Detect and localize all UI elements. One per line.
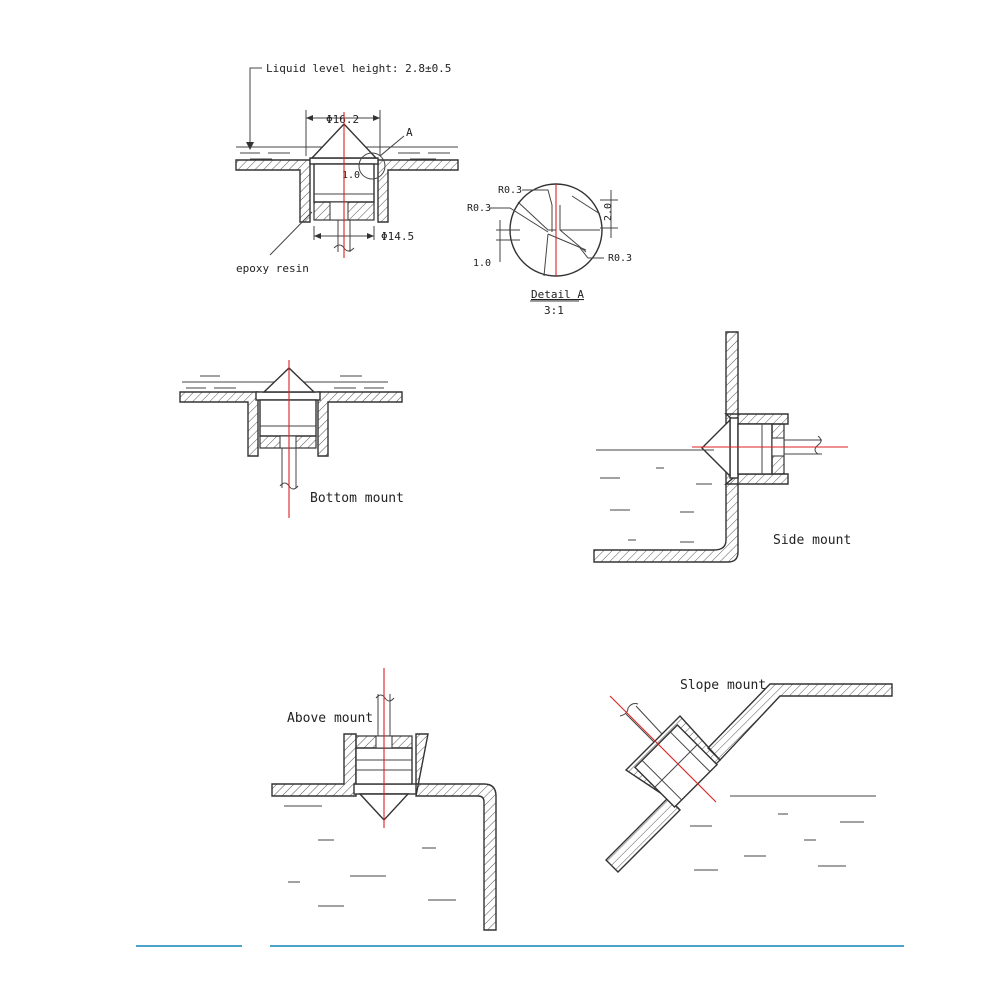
side-mount-label: Side mount <box>773 533 851 548</box>
callout-a-label: A <box>406 126 413 139</box>
detail-a-title: Detail A <box>531 288 584 301</box>
r03-top-label: R0.3 <box>498 185 522 196</box>
detail-drawing: Liquid level height: 2.8±0.5 Φ16.2 <box>235 62 459 275</box>
r03-right-label: R0.3 <box>608 253 632 264</box>
tank-plate-right <box>377 159 459 223</box>
above-mount-label: Above mount <box>287 711 373 726</box>
epoxy-label: epoxy resin <box>236 262 309 275</box>
side-mount: Side mount <box>593 331 851 563</box>
bottom-mount: Bottom mount <box>179 360 404 518</box>
detail-a-scale: 3:1 <box>544 304 564 317</box>
detail-a: R0.3 R0.3 R0.3 2.0 1.0 Detail A 3:1 <box>467 183 632 317</box>
slope-mount-label: Slope mount <box>680 678 766 693</box>
tank-plate-left <box>235 159 311 223</box>
liquid-level-label: Liquid level height: 2.8±0.5 <box>266 62 451 75</box>
leader-arrow <box>246 142 254 150</box>
dim-2-0-label: 2.0 <box>603 203 614 221</box>
dia-top-label: Φ16.2 <box>326 113 359 126</box>
epoxy-leader <box>269 211 313 256</box>
r03-left-label: R0.3 <box>467 203 491 214</box>
above-mount: Above mount <box>271 668 497 931</box>
callout-a-circle <box>358 152 386 180</box>
slope-centerline <box>609 695 717 803</box>
slope-mount: Slope mount <box>605 678 893 873</box>
dia-bottom-label: Φ14.5 <box>381 230 414 243</box>
dim-1-0-label: 1.0 <box>342 170 360 181</box>
liquid-level-leader <box>249 67 262 148</box>
dim-1-0-a-label: 1.0 <box>473 258 491 269</box>
liquid-dashes <box>240 152 450 160</box>
bottom-mount-label: Bottom mount <box>310 491 404 506</box>
